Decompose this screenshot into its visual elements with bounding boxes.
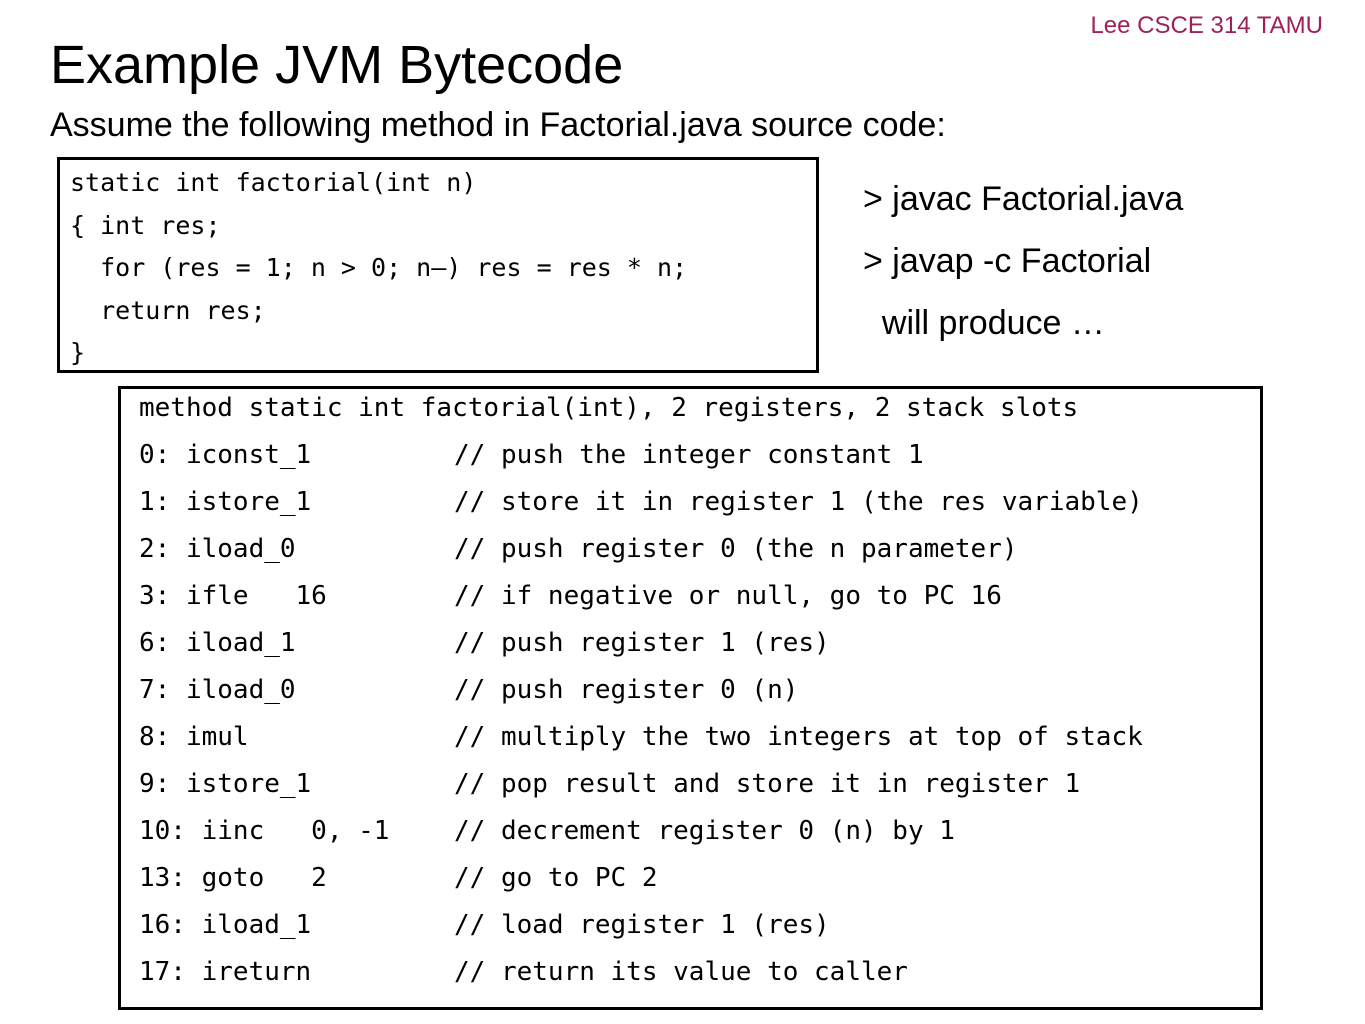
bytecode-comment: // push register 1 (res): [454, 628, 830, 658]
bytecode-row: 17: ireturn // return its value to calle…: [139, 949, 1260, 996]
source-code-line: { int res;: [70, 210, 221, 240]
bytecode-row: 10: iinc 0, -1 // decrement register 0 (…: [139, 808, 1260, 855]
bytecode-instruction: 7: iload_0: [139, 675, 296, 705]
bytecode-instruction: 0: iconst_1: [139, 440, 312, 470]
bytecode-row: 13: goto 2 // go to PC 2: [139, 855, 1260, 902]
header-note: Lee CSCE 314 TAMU: [1090, 12, 1323, 39]
bytecode-instruction: 1: istore_1: [139, 487, 312, 517]
bytecode-row: 2: iload_0 // push register 0 (the n par…: [139, 526, 1260, 573]
bytecode-instruction: 8: imul: [139, 722, 249, 752]
bytecode-comment: // push register 0 (the n parameter): [454, 534, 1018, 564]
bytecode-comment: // return its value to caller: [454, 957, 908, 987]
command-line: > javac Factorial.java: [863, 180, 1184, 218]
bytecode-instruction: 13: goto 2: [139, 863, 327, 893]
bytecode-comment: // go to PC 2: [454, 863, 658, 893]
bytecode-row: 1: istore_1 // store it in register 1 (t…: [139, 479, 1260, 526]
command-line: > javap -c Factorial: [863, 242, 1152, 280]
bytecode-row: 6: iload_1 // push register 1 (res): [139, 620, 1260, 667]
bytecode-comment: // if negative or null, go to PC 16: [454, 581, 1002, 611]
source-code-line: for (res = 1; n > 0; n–) res = res * n;: [70, 253, 688, 282]
bytecode-comment: // store it in register 1 (the res varia…: [454, 487, 1143, 517]
source-code-box: static int factorial(int n) { int res; f…: [57, 157, 819, 373]
bytecode-row: 16: iload_1 // load register 1 (res): [139, 902, 1260, 949]
bytecode-instruction: 9: istore_1: [139, 769, 312, 799]
command-line: will produce …: [863, 304, 1105, 342]
bytecode-instruction: 2: iload_0: [139, 534, 296, 564]
bytecode-row: 8: imul // multiply the two integers at …: [139, 714, 1260, 761]
bytecode-comment: // push the integer constant 1: [454, 440, 924, 470]
bytecode-instruction: 6: iload_1: [139, 628, 296, 658]
bytecode-row: 3: ifle 16 // if negative or null, go to…: [139, 573, 1260, 620]
bytecode-instruction: 17: ireturn: [139, 957, 312, 987]
bytecode-instruction: 3: ifle 16: [139, 581, 327, 611]
command-list: > javac Factorial.java > javap -c Factor…: [863, 168, 1183, 354]
source-code-line: return res;: [70, 295, 266, 325]
bytecode-comment: // multiply the two integers at top of s…: [454, 722, 1143, 752]
bytecode-box: method static int factorial(int), 2 regi…: [118, 386, 1263, 1010]
bytecode-row: 0: iconst_1 // push the integer constant…: [139, 432, 1260, 479]
bytecode-row: 9: istore_1 // pop result and store it i…: [139, 761, 1260, 808]
page-subtitle: Assume the following method in Factorial…: [50, 106, 946, 144]
bytecode-comment: // pop result and store it in register 1: [454, 769, 1081, 799]
bytecode-comment: // load register 1 (res): [454, 910, 830, 940]
bytecode-comment: // decrement register 0 (n) by 1: [454, 816, 955, 846]
bytecode-instruction: 10: iinc 0, -1: [139, 816, 390, 846]
bytecode-row: 7: iload_0 // push register 0 (n): [139, 667, 1260, 714]
page-title: Example JVM Bytecode: [50, 35, 624, 95]
bytecode-comment: // push register 0 (n): [454, 675, 799, 705]
bytecode-instruction: 16: iload_1: [139, 910, 312, 940]
source-code-line: }: [70, 338, 86, 367]
bytecode-header: method static int factorial(int), 2 regi…: [139, 393, 1079, 423]
source-code-line: static int factorial(int n): [70, 168, 477, 197]
